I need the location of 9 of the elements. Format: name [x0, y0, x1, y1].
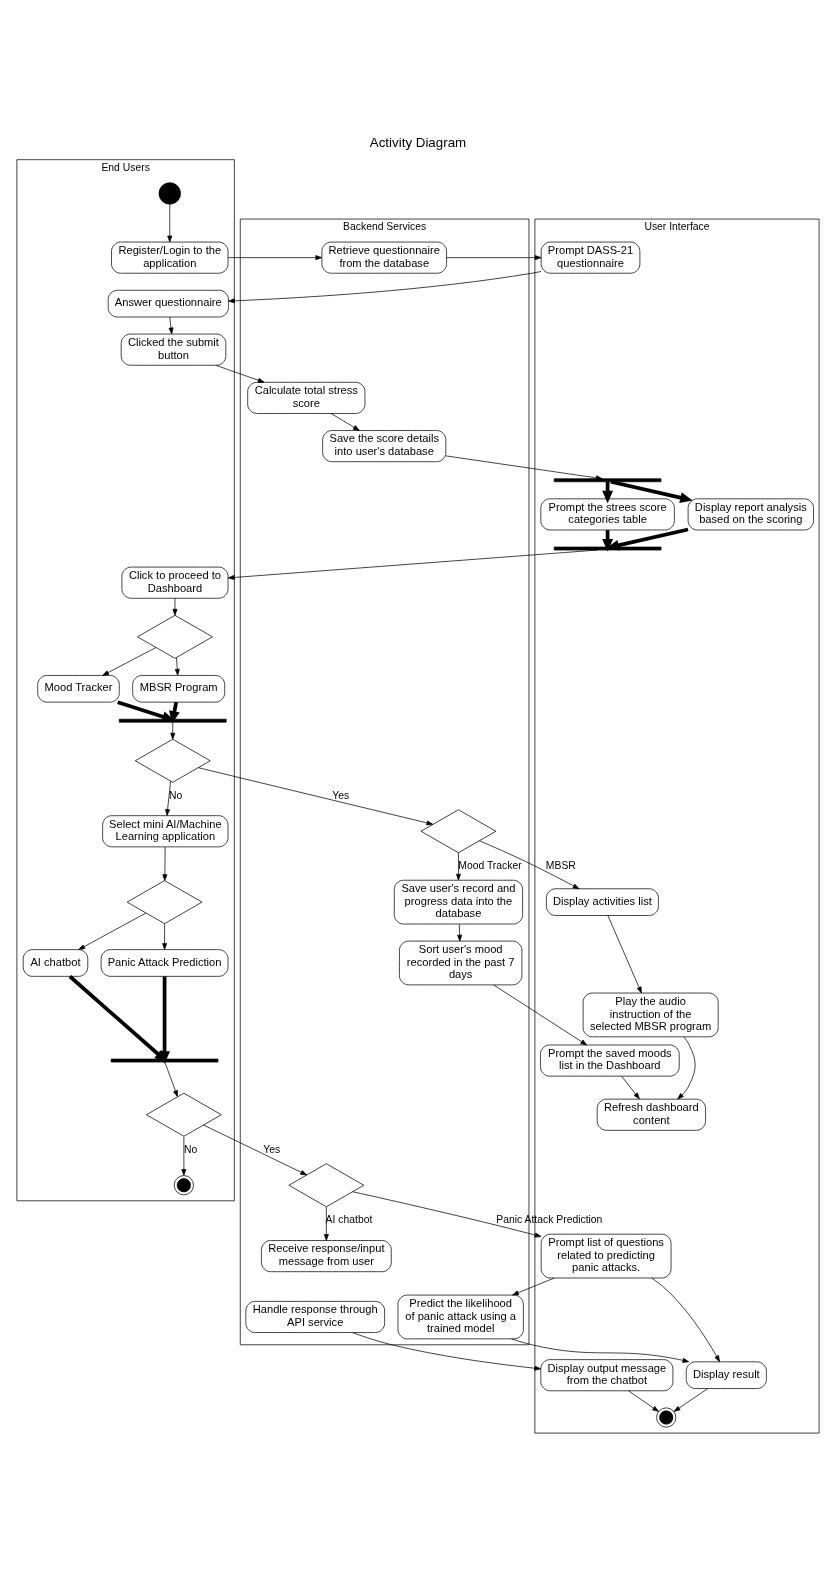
edge-label: No — [169, 789, 183, 801]
edge-label: MBSR — [545, 859, 576, 871]
edge-label: AI chatbot — [325, 1213, 373, 1225]
edge-label: Yes — [332, 789, 350, 801]
edge-label: Yes — [263, 1143, 281, 1155]
edge-label: Panic Attack Prediction — [496, 1213, 603, 1225]
edge-label: No — [183, 1143, 198, 1155]
edge-label: Mood Tracker — [458, 859, 522, 871]
diagram-title: Activity Diagram — [369, 134, 467, 150]
